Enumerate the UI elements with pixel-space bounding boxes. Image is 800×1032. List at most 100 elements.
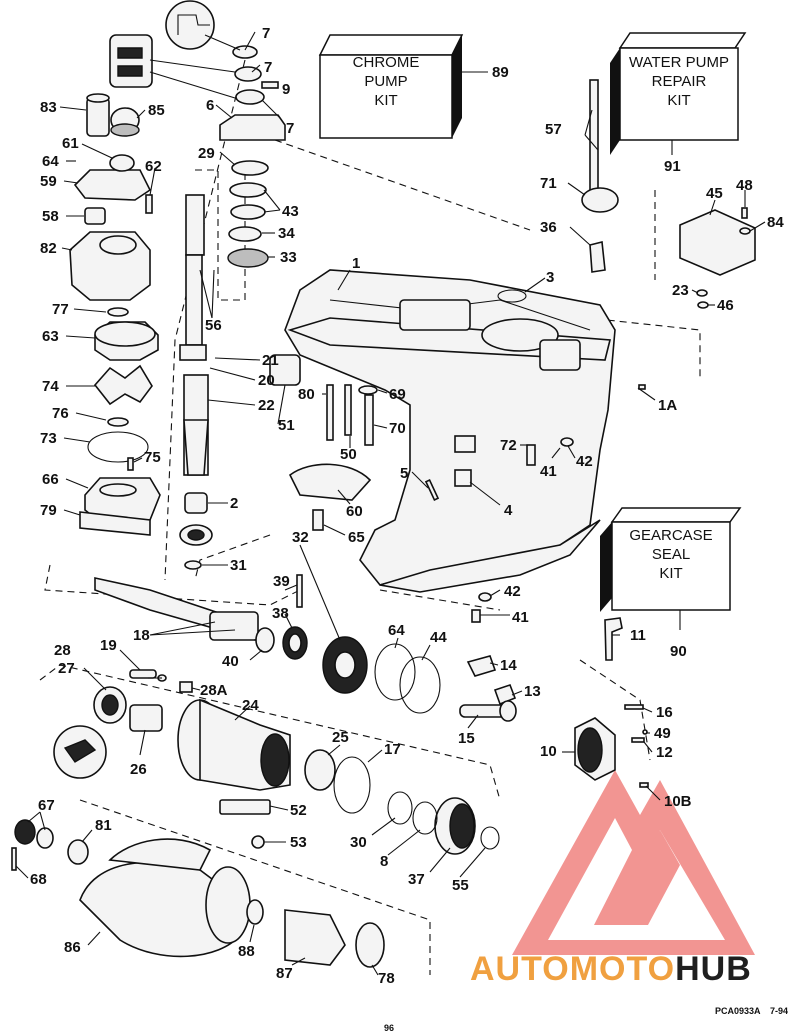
callout-34: 34	[278, 225, 295, 242]
callout-25: 25	[332, 729, 349, 746]
callout-55: 55	[452, 877, 469, 894]
callout-19: 19	[100, 637, 117, 654]
callout-12: 12	[656, 744, 673, 761]
callout-20: 20	[258, 372, 275, 389]
callout-18: 18	[133, 627, 150, 644]
callout-28A: 28A	[200, 682, 228, 699]
callout-52: 52	[290, 802, 307, 819]
kit-box-gearcase: GEARCASE SEAL KIT 90	[600, 507, 742, 660]
lower-left-parts	[53, 669, 193, 779]
callout-77: 77	[52, 301, 69, 318]
callout-71: 71	[540, 175, 557, 192]
callout-81: 81	[95, 817, 112, 834]
callout-73: 73	[40, 430, 57, 447]
water-pump-parts	[69, 93, 161, 536]
callout-72: 72	[500, 437, 517, 454]
gearcase-housing	[284, 269, 616, 593]
callout-28: 28	[54, 642, 71, 659]
gear-parts	[322, 636, 500, 855]
watermark-moto: MOTO	[570, 950, 675, 988]
callout-53: 53	[290, 834, 307, 851]
callout-10B: 10B	[664, 793, 692, 810]
callout-78: 78	[378, 970, 395, 987]
svg-text:AUTOMOTOHUB: AUTOMOTOHUB	[470, 950, 752, 988]
kit-gearcase-number: 90	[670, 643, 687, 660]
callout-39: 39	[273, 573, 290, 590]
footer-date: 7-94	[770, 1006, 788, 1016]
kit-box-chrome: CHROME PUMP KIT 89	[318, 34, 509, 139]
footer: PCA0933A 7-94 96	[384, 1006, 788, 1032]
callout-75: 75	[144, 449, 161, 466]
callout-1: 1	[352, 255, 360, 272]
pump-stack	[219, 45, 286, 268]
callout-76: 76	[52, 405, 69, 422]
callout-66: 66	[42, 471, 59, 488]
watermark-auto: AUTO	[470, 950, 570, 988]
callout-13: 13	[524, 683, 541, 700]
callout-7-low: 7	[286, 120, 294, 137]
callout-42-top: 42	[576, 453, 593, 470]
propeller-assembly	[11, 819, 385, 968]
callout-29: 29	[198, 145, 215, 162]
callout-16: 16	[656, 704, 673, 721]
callout-51: 51	[278, 417, 295, 434]
callout-63: 63	[42, 328, 59, 345]
bearing-carrier	[177, 698, 371, 849]
callout-56: 56	[205, 317, 222, 334]
watermark-logo	[512, 770, 755, 955]
callout-80: 80	[298, 386, 315, 403]
leader-lines	[15, 31, 766, 976]
callout-9: 9	[282, 81, 290, 98]
callout-5: 5	[400, 465, 408, 482]
callout-7-top: 7	[262, 25, 270, 42]
callout-17: 17	[384, 741, 401, 758]
callout-49: 49	[654, 725, 671, 742]
seal-orientation-icons	[109, 0, 241, 99]
callout-74: 74	[42, 378, 59, 395]
callout-62: 62	[145, 158, 162, 175]
callout-36: 36	[540, 219, 557, 236]
callout-82: 82	[40, 240, 57, 257]
callout-33: 33	[280, 249, 297, 266]
callout-23: 23	[672, 282, 689, 299]
kit-chrome-line-3: KIT	[374, 92, 397, 109]
callout-37: 37	[408, 871, 425, 888]
callout-22: 22	[258, 397, 275, 414]
kit-gearcase-line-2: SEAL	[652, 546, 690, 563]
callout-43: 43	[282, 203, 299, 220]
bearing-parts	[179, 492, 213, 570]
callout-60: 60	[346, 503, 363, 520]
callout-64: 64	[42, 153, 59, 170]
drive-shaft	[179, 194, 209, 476]
callout-45: 45	[706, 185, 723, 202]
callout-21: 21	[262, 352, 279, 369]
watermark-hub: HUB	[675, 950, 752, 988]
callout-6: 6	[206, 97, 214, 114]
callout-65: 65	[348, 529, 365, 546]
callout-84: 84	[767, 214, 784, 231]
kit-chrome-number: 89	[492, 64, 509, 81]
kit-waterpump-number: 91	[664, 158, 681, 175]
callout-69: 69	[389, 386, 406, 403]
callout-50: 50	[340, 446, 357, 463]
callout-83: 83	[40, 99, 57, 116]
callout-40: 40	[222, 653, 239, 670]
callout-30: 30	[350, 834, 367, 851]
callout-70: 70	[389, 420, 406, 437]
callout-88: 88	[238, 943, 255, 960]
callout-31: 31	[230, 557, 247, 574]
watermark-text: AUTOMOTOHUB	[470, 950, 752, 988]
callout-68: 68	[30, 871, 47, 888]
callout-41-top: 41	[540, 463, 557, 480]
footer-page: 96	[384, 1023, 394, 1032]
callout-14: 14	[500, 657, 517, 674]
callout-15: 15	[458, 730, 475, 747]
right-side-parts	[269, 79, 756, 623]
callout-58: 58	[42, 208, 59, 225]
kit-gearcase-line-1: GEARCASE	[629, 527, 712, 544]
kit-gearcase-line-3: KIT	[659, 565, 682, 582]
callout-11: 11	[630, 627, 646, 644]
callout-32: 32	[292, 529, 309, 546]
kit-chrome-line-1: CHROME	[353, 54, 420, 71]
